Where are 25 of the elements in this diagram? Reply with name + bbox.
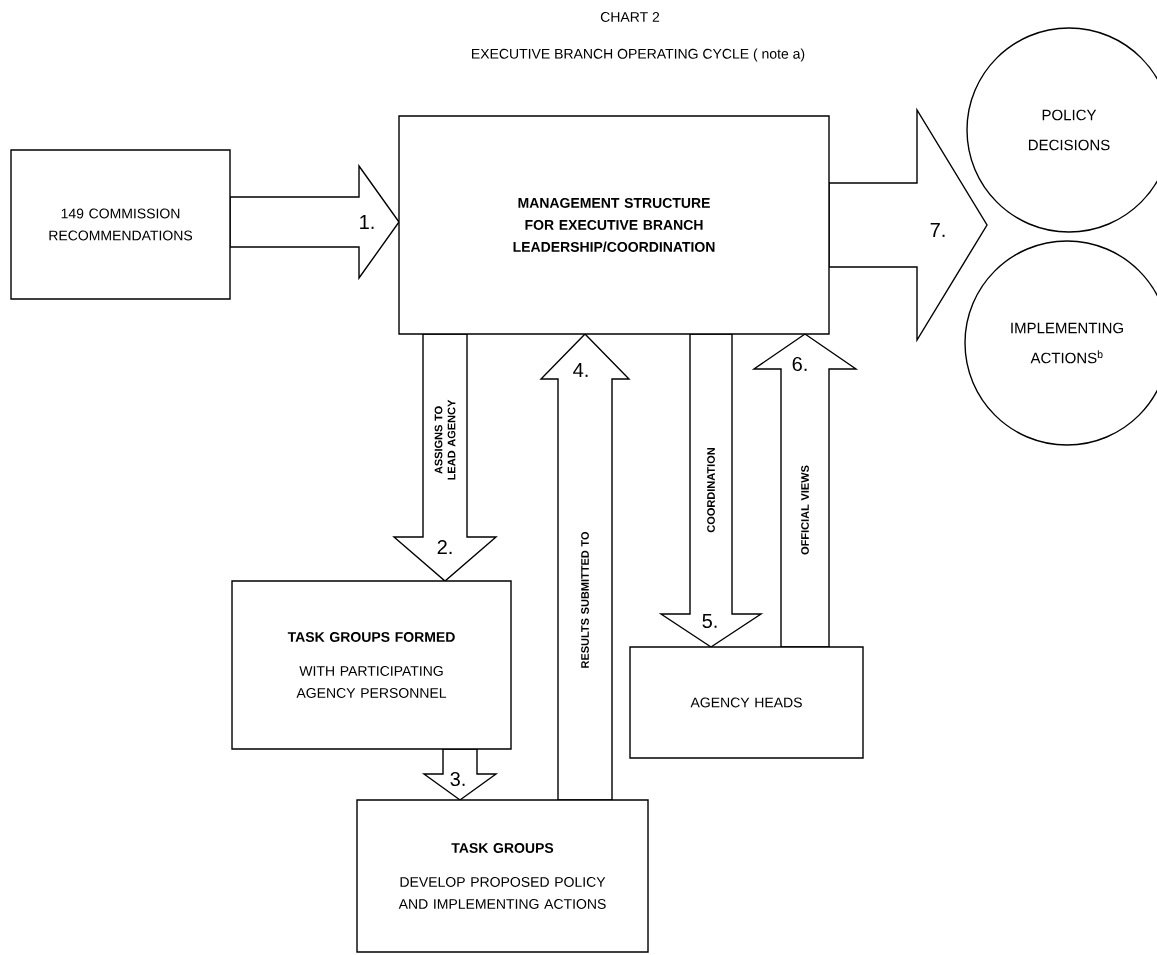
- process-box: AGENCY HEADS: [629, 646, 864, 759]
- block-arrow: [751, 333, 859, 648]
- block-arrow: [392, 333, 498, 582]
- process-box: 149 COMMISSION RECOMMENDATIONS: [10, 149, 231, 300]
- block-arrow: [658, 333, 764, 648]
- block-arrow: [828, 107, 988, 343]
- edge-label: RESULTS SUBMITTED TO: [581, 531, 589, 668]
- step-number: 2.: [437, 540, 452, 554]
- step-number: 1.: [360, 215, 374, 229]
- step-number: 4.: [573, 363, 588, 377]
- chart-title: CHART 2: [600, 12, 660, 22]
- block-arrow: [539, 333, 631, 801]
- step-number: 6.: [792, 356, 807, 372]
- step-number: 3.: [450, 771, 465, 787]
- step-number: 5.: [702, 614, 717, 628]
- edge-label: ASSIGNS TO LEAD AGENCY: [434, 399, 456, 480]
- block-arrow: [229, 163, 400, 281]
- subtitle: EXECUTIVE BRANCH OPERATING CYCLE ( note a): [472, 48, 805, 62]
- block-arrow: [421, 748, 499, 801]
- edge-label: OFFICIAL VIEWS: [801, 465, 809, 555]
- process-box: TASK GROUPS DEVELOP PROPOSED POLICY AND IMPLEMENTING ACTIONS: [356, 799, 649, 953]
- edge-label: COORDINATION: [707, 448, 715, 533]
- process-box: TASK GROUPS FORMED WITH PARTICIPATING AGENCY PERSONNEL: [231, 580, 512, 750]
- step-number: 7.: [930, 223, 945, 237]
- process-box: MANAGEMENT STRUCTURE FOR EXECUTIVE BRANCH LEADERSHIP/COORDINATION: [398, 115, 830, 335]
